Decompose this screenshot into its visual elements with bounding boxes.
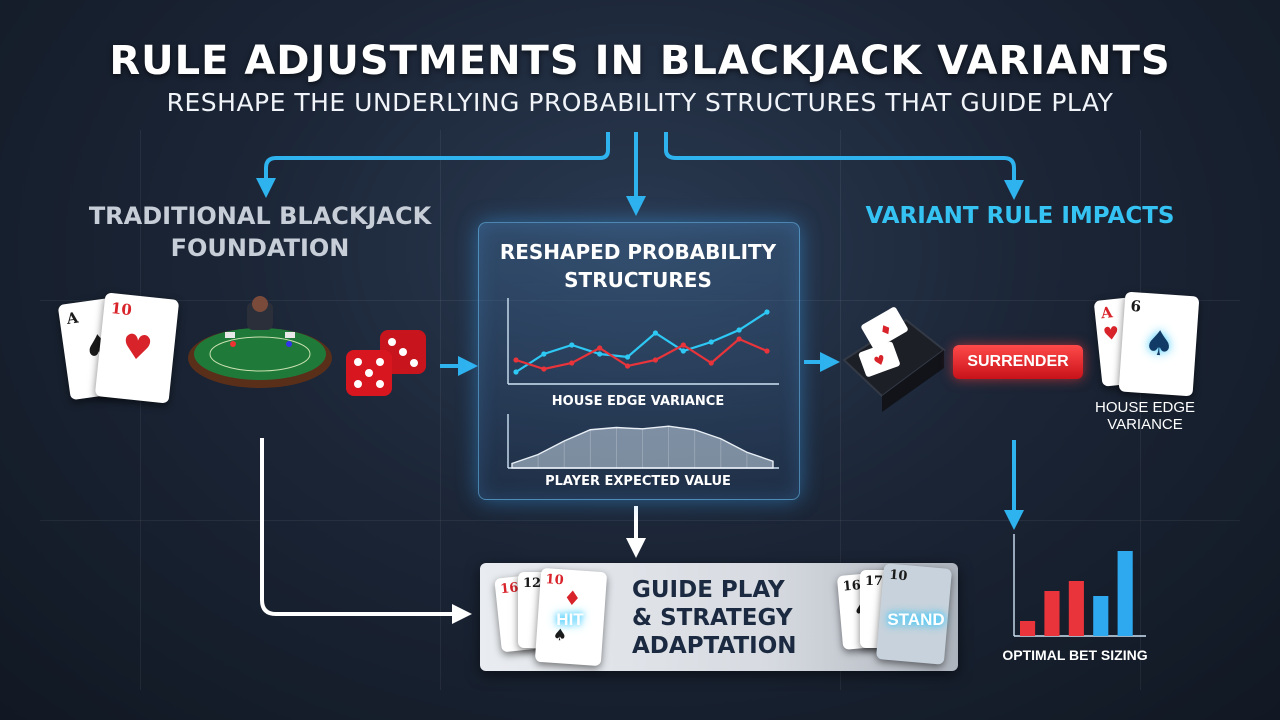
svg-text:♥: ♥ (872, 353, 888, 371)
house-edge-chart-label: HOUSE EDGE VARIANCE (551, 394, 725, 409)
chart-series (513, 309, 770, 375)
series-2-point (708, 360, 714, 366)
playing-card-ten-hearts: 10 ♥ (94, 292, 180, 404)
card-rank: A (65, 308, 80, 328)
dice-icon (346, 330, 426, 396)
blackjack-table-icon (188, 296, 332, 388)
series-2-point (764, 348, 770, 354)
grid-line (1140, 130, 1141, 690)
series-1-point (708, 339, 714, 345)
series-2-point (680, 342, 686, 348)
bar-1 (1020, 621, 1036, 636)
bet-sizing-bar-chart (1013, 534, 1146, 637)
chart-axes (507, 298, 779, 385)
heart-icon: ♥ (1102, 322, 1121, 346)
traditional-heading: TRADITIONAL BLACKJACK FOUNDATION (60, 200, 460, 264)
bar-2 (1044, 591, 1060, 636)
heart-icon: ♥ (119, 326, 155, 370)
chart-series (511, 425, 774, 469)
panel-title-line2: STRUCTURES (564, 268, 712, 292)
arrow-left-to-strategy (260, 438, 472, 624)
surrender-button[interactable]: SURRENDER (953, 345, 1083, 379)
card-rank: 16 (842, 578, 862, 595)
page-title: RULE ADJUSTMENTS IN BLACKJACK VARIANTS (109, 38, 1171, 84)
variant-heading: VARIANT RULE IMPACTS (865, 203, 1175, 229)
series-2-point (652, 357, 659, 363)
hit-button[interactable]: HIT (556, 610, 584, 629)
page-subtitle: RESHAPE THE UNDERLYING PROBABILITY STRUC… (166, 88, 1114, 117)
bet-sizing-label: OPTIMAL BET SIZING (1002, 647, 1148, 663)
series-1-point (736, 327, 742, 333)
series-1-point (680, 348, 686, 354)
series-2-point (624, 363, 631, 369)
strategy-line2: & STRATEGY (632, 605, 793, 631)
strategy-title: GUIDE PLAY & STRATEGY ADAPTATION (632, 576, 832, 660)
series-1-point (624, 354, 631, 360)
strategy-line1: GUIDE PLAY (632, 577, 785, 603)
series-2-point (736, 336, 742, 342)
card-rank: 16 (499, 580, 520, 598)
traditional-heading-line1: TRADITIONAL BLACKJACK (88, 202, 432, 230)
series-2-point (513, 357, 519, 363)
series-1-point (569, 342, 575, 348)
bar-3 (1068, 581, 1084, 636)
bar-5 (1117, 551, 1133, 636)
arrow-to-variant (664, 132, 1024, 200)
card-rank: 10 (545, 572, 565, 589)
series-2-point (597, 345, 603, 351)
series-1-point (764, 309, 770, 315)
stand-button[interactable]: STAND (887, 610, 945, 629)
card-rank: 12 (523, 576, 542, 591)
series-1-point (541, 351, 547, 357)
panel-title: RESHAPED PROBABILITY STRUCTURES (478, 238, 798, 294)
panel-title-line1: RESHAPED PROBABILITY (499, 240, 777, 264)
expected-value-chart-label: PLAYER EXPECTED VALUE (545, 474, 731, 489)
card-rank: 10 (110, 299, 133, 320)
playing-card-six-spades: 6 ♠ (1118, 291, 1200, 397)
strategy-line3: ADAPTATION (632, 633, 797, 659)
expected-value-area-chart (507, 414, 779, 469)
series-line-1 (515, 311, 768, 373)
card-rank: 6 (1129, 296, 1142, 316)
series-2-point (541, 366, 547, 372)
card-rank: 17 (865, 574, 884, 589)
series-line-2 (515, 337, 768, 371)
series-1-point (513, 369, 519, 375)
grid-line (40, 300, 1240, 301)
series-1-point (652, 330, 659, 336)
series-2-point (569, 360, 575, 366)
house-edge-variance-line1: HOUSE EDGE (1094, 399, 1196, 416)
arrow-to-traditional (256, 132, 610, 198)
grid-line (440, 130, 441, 690)
area-fill (511, 425, 774, 469)
grid-line (40, 520, 1240, 521)
grid-line (840, 130, 841, 690)
house-edge-line-chart (507, 298, 779, 385)
spade-icon: ♠ (1142, 323, 1176, 366)
house-edge-variance-line2: VARIANCE (1107, 416, 1183, 433)
card-rank: 10 (888, 567, 908, 585)
diamond-icon: ♦ (562, 585, 583, 611)
grid-line (140, 130, 141, 690)
house-edge-variance-label: HOUSE EDGE VARIANCE (1080, 399, 1210, 433)
card-shoe-icon: ♦ ♥ (842, 307, 946, 412)
traditional-heading-line2: FOUNDATION (170, 234, 350, 262)
series-1-point (597, 351, 603, 357)
chart-series (1020, 551, 1133, 636)
card-rank: A (1100, 303, 1114, 323)
bar-4 (1093, 596, 1109, 636)
